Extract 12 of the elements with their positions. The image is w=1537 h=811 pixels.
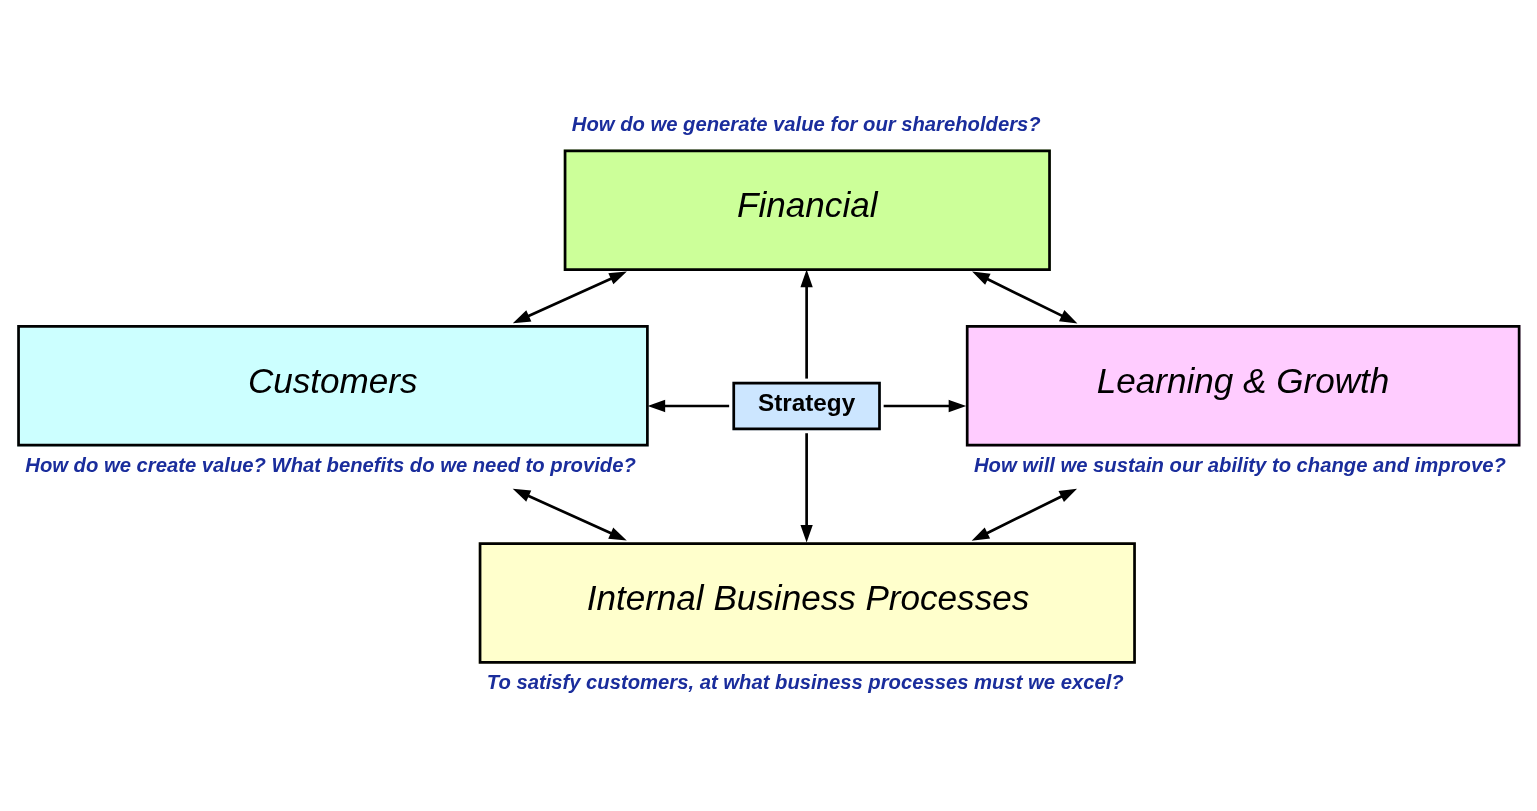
arrow [647, 399, 730, 412]
arrow [971, 488, 1077, 541]
arrow [512, 488, 627, 540]
arrow [512, 271, 627, 323]
node-label: How will we sustain our ability to change and improve? [973, 453, 1506, 476]
node-label: To satisfy customers, at what business processes must we excel? [486, 670, 1124, 693]
arrow [800, 432, 813, 543]
arrow [883, 399, 967, 412]
arrow [800, 269, 813, 379]
node-label: How do we create value? What benefits do we need to provide? [25, 453, 636, 476]
node-label: How do we generate value for our shareholders? [571, 112, 1041, 135]
arrow [972, 271, 1078, 323]
